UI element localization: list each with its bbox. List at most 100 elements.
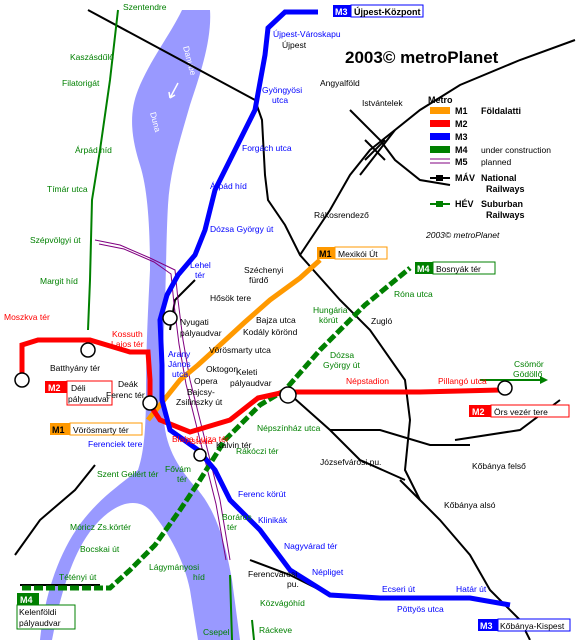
terminus-m1-start-name: Vörösmarty tér <box>73 425 129 435</box>
terminus-m3-south-name: Kőbánya-Kispest <box>500 621 565 631</box>
transfer-ors-icon <box>497 380 513 396</box>
station-margit: Margit híd <box>40 276 78 286</box>
terminus-m3-kispest: M3 Kőbánya-Kispest <box>478 618 571 632</box>
station-ecseri: Ecseri út <box>382 584 416 594</box>
hev-arrow-icon <box>540 376 548 384</box>
station-ujpest-varoskapu: Újpest-Városkapu <box>273 29 341 39</box>
transfer-deak-icon <box>142 395 158 411</box>
terminus-m1-end-badge: M1 <box>319 249 332 259</box>
station-istvantelek: Istvántelek <box>362 98 403 108</box>
station-gyongyosi-l1: Gyöngyösi <box>262 85 302 95</box>
station-fovam-l2: tér <box>177 474 187 484</box>
station-boraros-l2: tér <box>227 522 237 532</box>
station-bajcsy-l1: Bajcsy- <box>187 387 215 397</box>
station-oktogon: Oktogon <box>206 364 238 374</box>
transfer-stations <box>14 310 513 462</box>
m5-line <box>94 239 231 561</box>
station-nepstadion: Népstadion <box>346 376 389 386</box>
station-fovam-l1: Fővám <box>165 464 191 474</box>
station-szepvolgyi: Szépvölgyi út <box>30 235 81 245</box>
legend-hev-abbr: HÉV <box>455 199 474 209</box>
station-klinikak: Klinikák <box>258 515 288 525</box>
station-ferenciek: Ferenciek tere <box>88 439 143 449</box>
terminus-m2-ors: M2 Örs vezér tere <box>469 404 570 418</box>
station-kozvagohid: Közvágóhíd <box>260 598 305 608</box>
station-kodaly: Kodály körönd <box>243 327 298 337</box>
legend-m5-label: M5 <box>455 157 468 167</box>
station-ujpest: Újpest <box>282 40 307 50</box>
legend-m4-note: under construction <box>481 145 551 155</box>
terminus-m3-north-name: Újpest-Központ <box>354 6 421 17</box>
terminus-m2-deli: M2 Déli pályaudvar <box>45 380 113 406</box>
transfer-deli-icon <box>14 372 30 388</box>
legend-mav-l1: National <box>481 173 517 183</box>
transfer-keleti-icon <box>279 386 297 404</box>
station-rona: Róna utca <box>394 289 433 299</box>
station-lehel-l2: tér <box>195 270 205 280</box>
legend-m2-label: M2 <box>455 119 468 129</box>
terminus-m4-ne-badge: M4 <box>417 264 430 274</box>
station-kossuth-l1: Kossuth <box>112 329 143 339</box>
station-pillango: Pillangó utca <box>438 376 487 386</box>
station-szentendre: Szentendre <box>123 2 167 12</box>
m4-line <box>22 266 412 591</box>
legend-hev-l2: Railways <box>486 210 525 220</box>
terminus-m2-deli-badge: M2 <box>48 383 61 393</box>
station-csomor-l1: Csömör <box>514 359 544 369</box>
terminus-m4-sw-badge: M4 <box>20 595 33 605</box>
legend-m1-label: M1 <box>455 106 468 116</box>
danube-river <box>40 10 240 640</box>
legend-mav-abbr: MÁV <box>455 173 475 183</box>
legend-hev-stop-icon <box>436 201 443 207</box>
station-filatorigat: Filatorigát <box>62 78 100 88</box>
terminus-m4-kelenfold: M4 Kelenföldi pályaudvar <box>16 593 76 630</box>
station-hungaria-l1: Hungária <box>313 305 348 315</box>
station-ferencvarosi-l2: pu. <box>287 579 299 589</box>
station-arpad-hid: Árpád híd <box>210 181 247 191</box>
terminus-m2-ors-badge: M2 <box>472 407 485 417</box>
m2-station-labels: Moszkva tér Kossuth Lajos tér Blaha Lujz… <box>4 312 487 446</box>
station-ferenc-korut: Ferenc körút <box>238 489 286 499</box>
map-title: 2003© metroPlanet <box>345 48 499 67</box>
terminus-m4-sw-l2: pályaudvar <box>19 618 61 628</box>
station-lehel-l1: Lehel <box>190 260 211 270</box>
station-dozsa-gyorgy: Dózsa György út <box>210 224 274 234</box>
legend-heading: Metro <box>428 95 453 105</box>
station-rakoczi: Rákóczi tér <box>236 446 279 456</box>
station-batthyany: Batthyány tér <box>50 363 100 373</box>
station-vorosmarty-u: Vörösmarty utca <box>209 345 271 355</box>
station-dozsa4-l2: György út <box>323 360 360 370</box>
terminus-m2-deli-l2: pályaudvar <box>68 394 110 404</box>
hev-station-labels: Szentendre Kaszásdűlő Filatorigát Árpád … <box>30 2 544 637</box>
legend-mav-stop-icon <box>436 175 443 181</box>
transfer-batthyany-icon <box>80 342 96 358</box>
station-lagymanyosi-l2: híd <box>193 572 205 582</box>
station-csepel: Csepel <box>203 627 230 637</box>
legend-mav-l2: Railways <box>486 184 525 194</box>
station-szechenyi-l1: Széchenyi <box>244 265 283 275</box>
terminus-m1-mexikoi: M1 Mexikói Út <box>317 246 388 260</box>
station-bajza: Bajza utca <box>256 315 296 325</box>
legend-m3-swatch <box>430 133 450 140</box>
terminus-m2-ors-name: Örs vezér tere <box>494 407 548 417</box>
station-bocskai: Bocskai út <box>80 544 120 554</box>
terminus-m3-south-badge: M3 <box>480 621 493 631</box>
station-rakosrendezo: Rákosrendező <box>314 210 369 220</box>
station-arany-l1: Arany <box>168 349 191 359</box>
legend-credit: 2003© metroPlanet <box>425 230 500 240</box>
station-szent-gellert: Szent Gellért tér <box>97 469 159 479</box>
m2-line <box>19 337 501 435</box>
station-pottyos: Pöttyös utca <box>397 604 444 614</box>
station-opera: Opera <box>194 376 218 386</box>
m1-line <box>146 258 322 422</box>
station-arany-l3: utca <box>172 369 188 379</box>
station-boraros-l1: Boráros <box>222 512 252 522</box>
station-kalvin: Kálvin tér <box>216 440 252 450</box>
station-blaha: Blaha Lujza tér <box>172 434 229 444</box>
terminus-m4-ne-name: Bosnyák tér <box>436 264 481 274</box>
station-nepliget: Népliget <box>312 567 344 577</box>
station-zuglo: Zugló <box>371 316 393 326</box>
legend-m4-label: M4 <box>455 145 468 155</box>
legend-m1-name: Földalatti <box>481 106 521 116</box>
station-kossuth-l2: Lajos tér <box>111 339 144 349</box>
